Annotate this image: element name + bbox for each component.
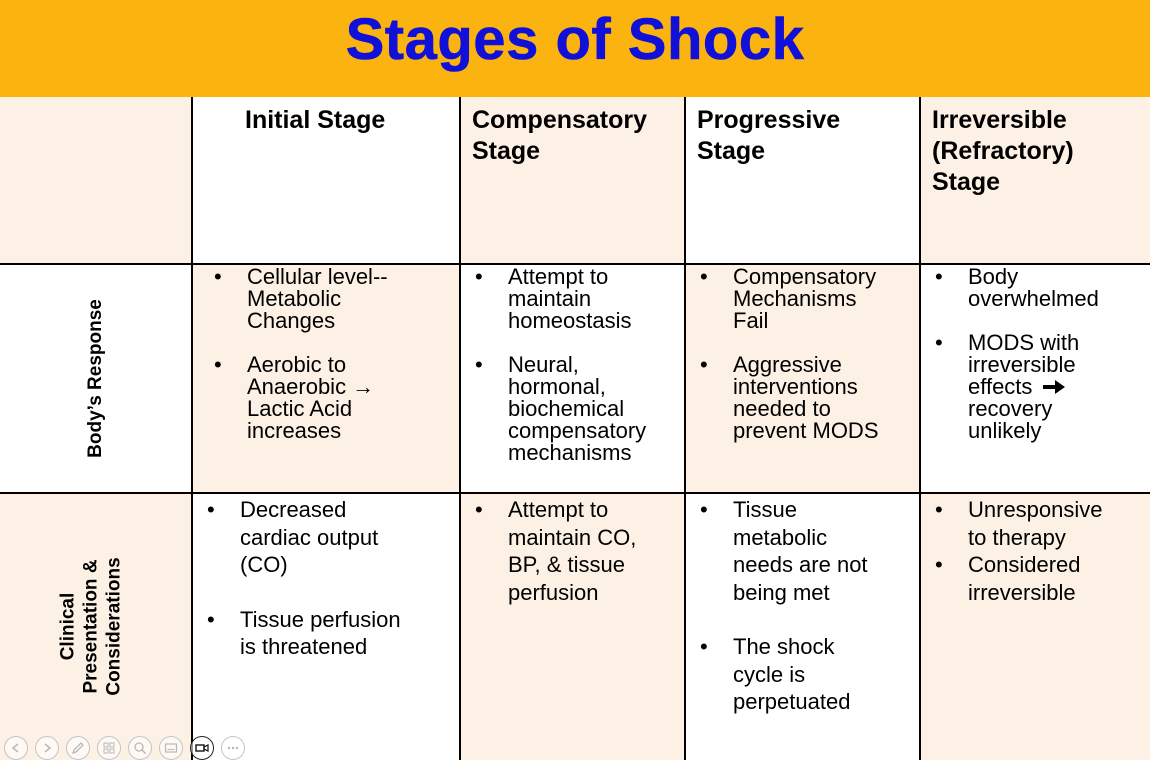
table-divider: [0, 263, 1150, 265]
table-divider: [684, 97, 686, 760]
pen-icon[interactable]: [66, 736, 90, 760]
clinical-compensatory-cell: Attempt to maintain CO, BP, & tissue per…: [460, 493, 685, 760]
zoom-icon[interactable]: [128, 736, 152, 760]
table-divider: [919, 97, 921, 760]
response-initial-cell: Cellular level-- Metabolic Changes Aerob…: [192, 264, 460, 493]
header-corner-cell: [0, 97, 192, 264]
right-arrow-icon: [1042, 380, 1065, 394]
slide-title: Stages of Shock: [345, 7, 805, 73]
list-item: Considered irreversible: [935, 551, 1144, 606]
list-item: Body overwhelmed: [935, 266, 1144, 310]
response-compensatory-cell: Attempt to maintain homeostasis Neural, …: [460, 264, 685, 493]
list-item: Cellular level-- Metabolic Changes: [214, 266, 452, 332]
header-compensatory-stage: Compensatory Stage: [460, 97, 685, 264]
header-progressive-stage: Progressive Stage: [685, 97, 920, 264]
list-item: The shock cycle is perpetuated: [700, 633, 914, 716]
list-item: Tissue metabolic needs are not being met: [700, 496, 914, 606]
list-item: Aggressive interventions needed to preve…: [700, 354, 914, 442]
table-divider: [0, 492, 1150, 494]
list-item: Attempt to maintain homeostasis: [475, 266, 679, 332]
response-irreversible-cell: Body overwhelmed MODS with irreversible …: [920, 264, 1150, 493]
previous-slide-icon[interactable]: [4, 736, 28, 760]
list-item: Unresponsive to therapy: [935, 496, 1144, 551]
list-item: Compensatory Mechanisms Fail: [700, 266, 914, 332]
header-initial-stage: Initial Stage: [192, 97, 460, 264]
header-irreversible-stage: Irreversible (Refractory) Stage: [920, 97, 1150, 264]
slideshow-controls: [4, 735, 245, 761]
list-item: Aerobic to Anaerobic → Lactic Acid incre…: [214, 354, 452, 442]
camera-icon[interactable]: [190, 736, 214, 760]
title-bar: Stages of Shock: [0, 0, 1150, 99]
stages-table: Initial Stage Compensatory Stage Progres…: [0, 97, 1150, 760]
list-item: Tissue perfusion is threatened: [207, 606, 452, 661]
row-label-body-response: Body’s Response: [0, 264, 192, 493]
list-item: Decreased cardiac output (CO): [207, 496, 452, 579]
more-icon[interactable]: [221, 736, 245, 760]
subtitles-icon[interactable]: [159, 736, 183, 760]
list-item: Attempt to maintain CO, BP, & tissue per…: [475, 496, 679, 606]
row-label-clinical-presentation: Clinical Presentation & Considerations: [0, 493, 192, 760]
clinical-irreversible-cell: Unresponsive to therapy Considered irrev…: [920, 493, 1150, 760]
clinical-progressive-cell: Tissue metabolic needs are not being met…: [685, 493, 920, 760]
response-progressive-cell: Compensatory Mechanisms Fail Aggressive …: [685, 264, 920, 493]
slides-grid-icon[interactable]: [97, 736, 121, 760]
clinical-initial-cell: Decreased cardiac output (CO) Tissue per…: [192, 493, 460, 760]
list-item: Neural, hormonal, biochemical compensato…: [475, 354, 679, 464]
list-item: MODS with irreversible effects recovery …: [935, 332, 1144, 442]
table-divider: [459, 97, 461, 760]
table-divider: [191, 97, 193, 760]
next-slide-icon[interactable]: [35, 736, 59, 760]
